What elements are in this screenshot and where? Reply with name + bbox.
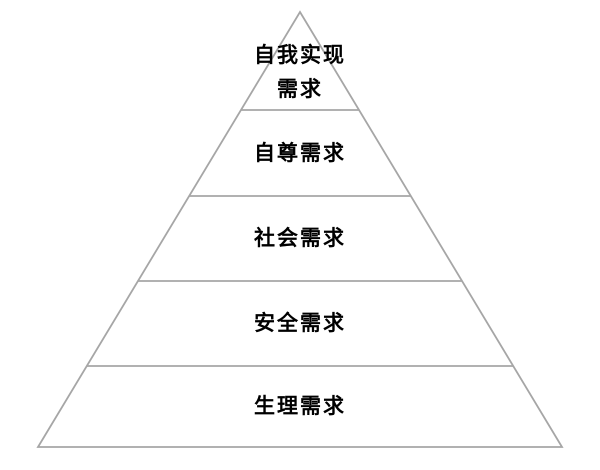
level-2-label: 自尊需求	[254, 140, 346, 165]
level-1-label-line-2: 需求	[277, 76, 323, 101]
level-5-label: 生理需求	[254, 393, 346, 418]
level-3-label: 社会需求	[253, 225, 346, 250]
level-4-label: 安全需求	[254, 310, 346, 335]
pyramid-outline	[36, 10, 564, 448]
level-1-label-line-1: 自我实现	[254, 42, 346, 67]
